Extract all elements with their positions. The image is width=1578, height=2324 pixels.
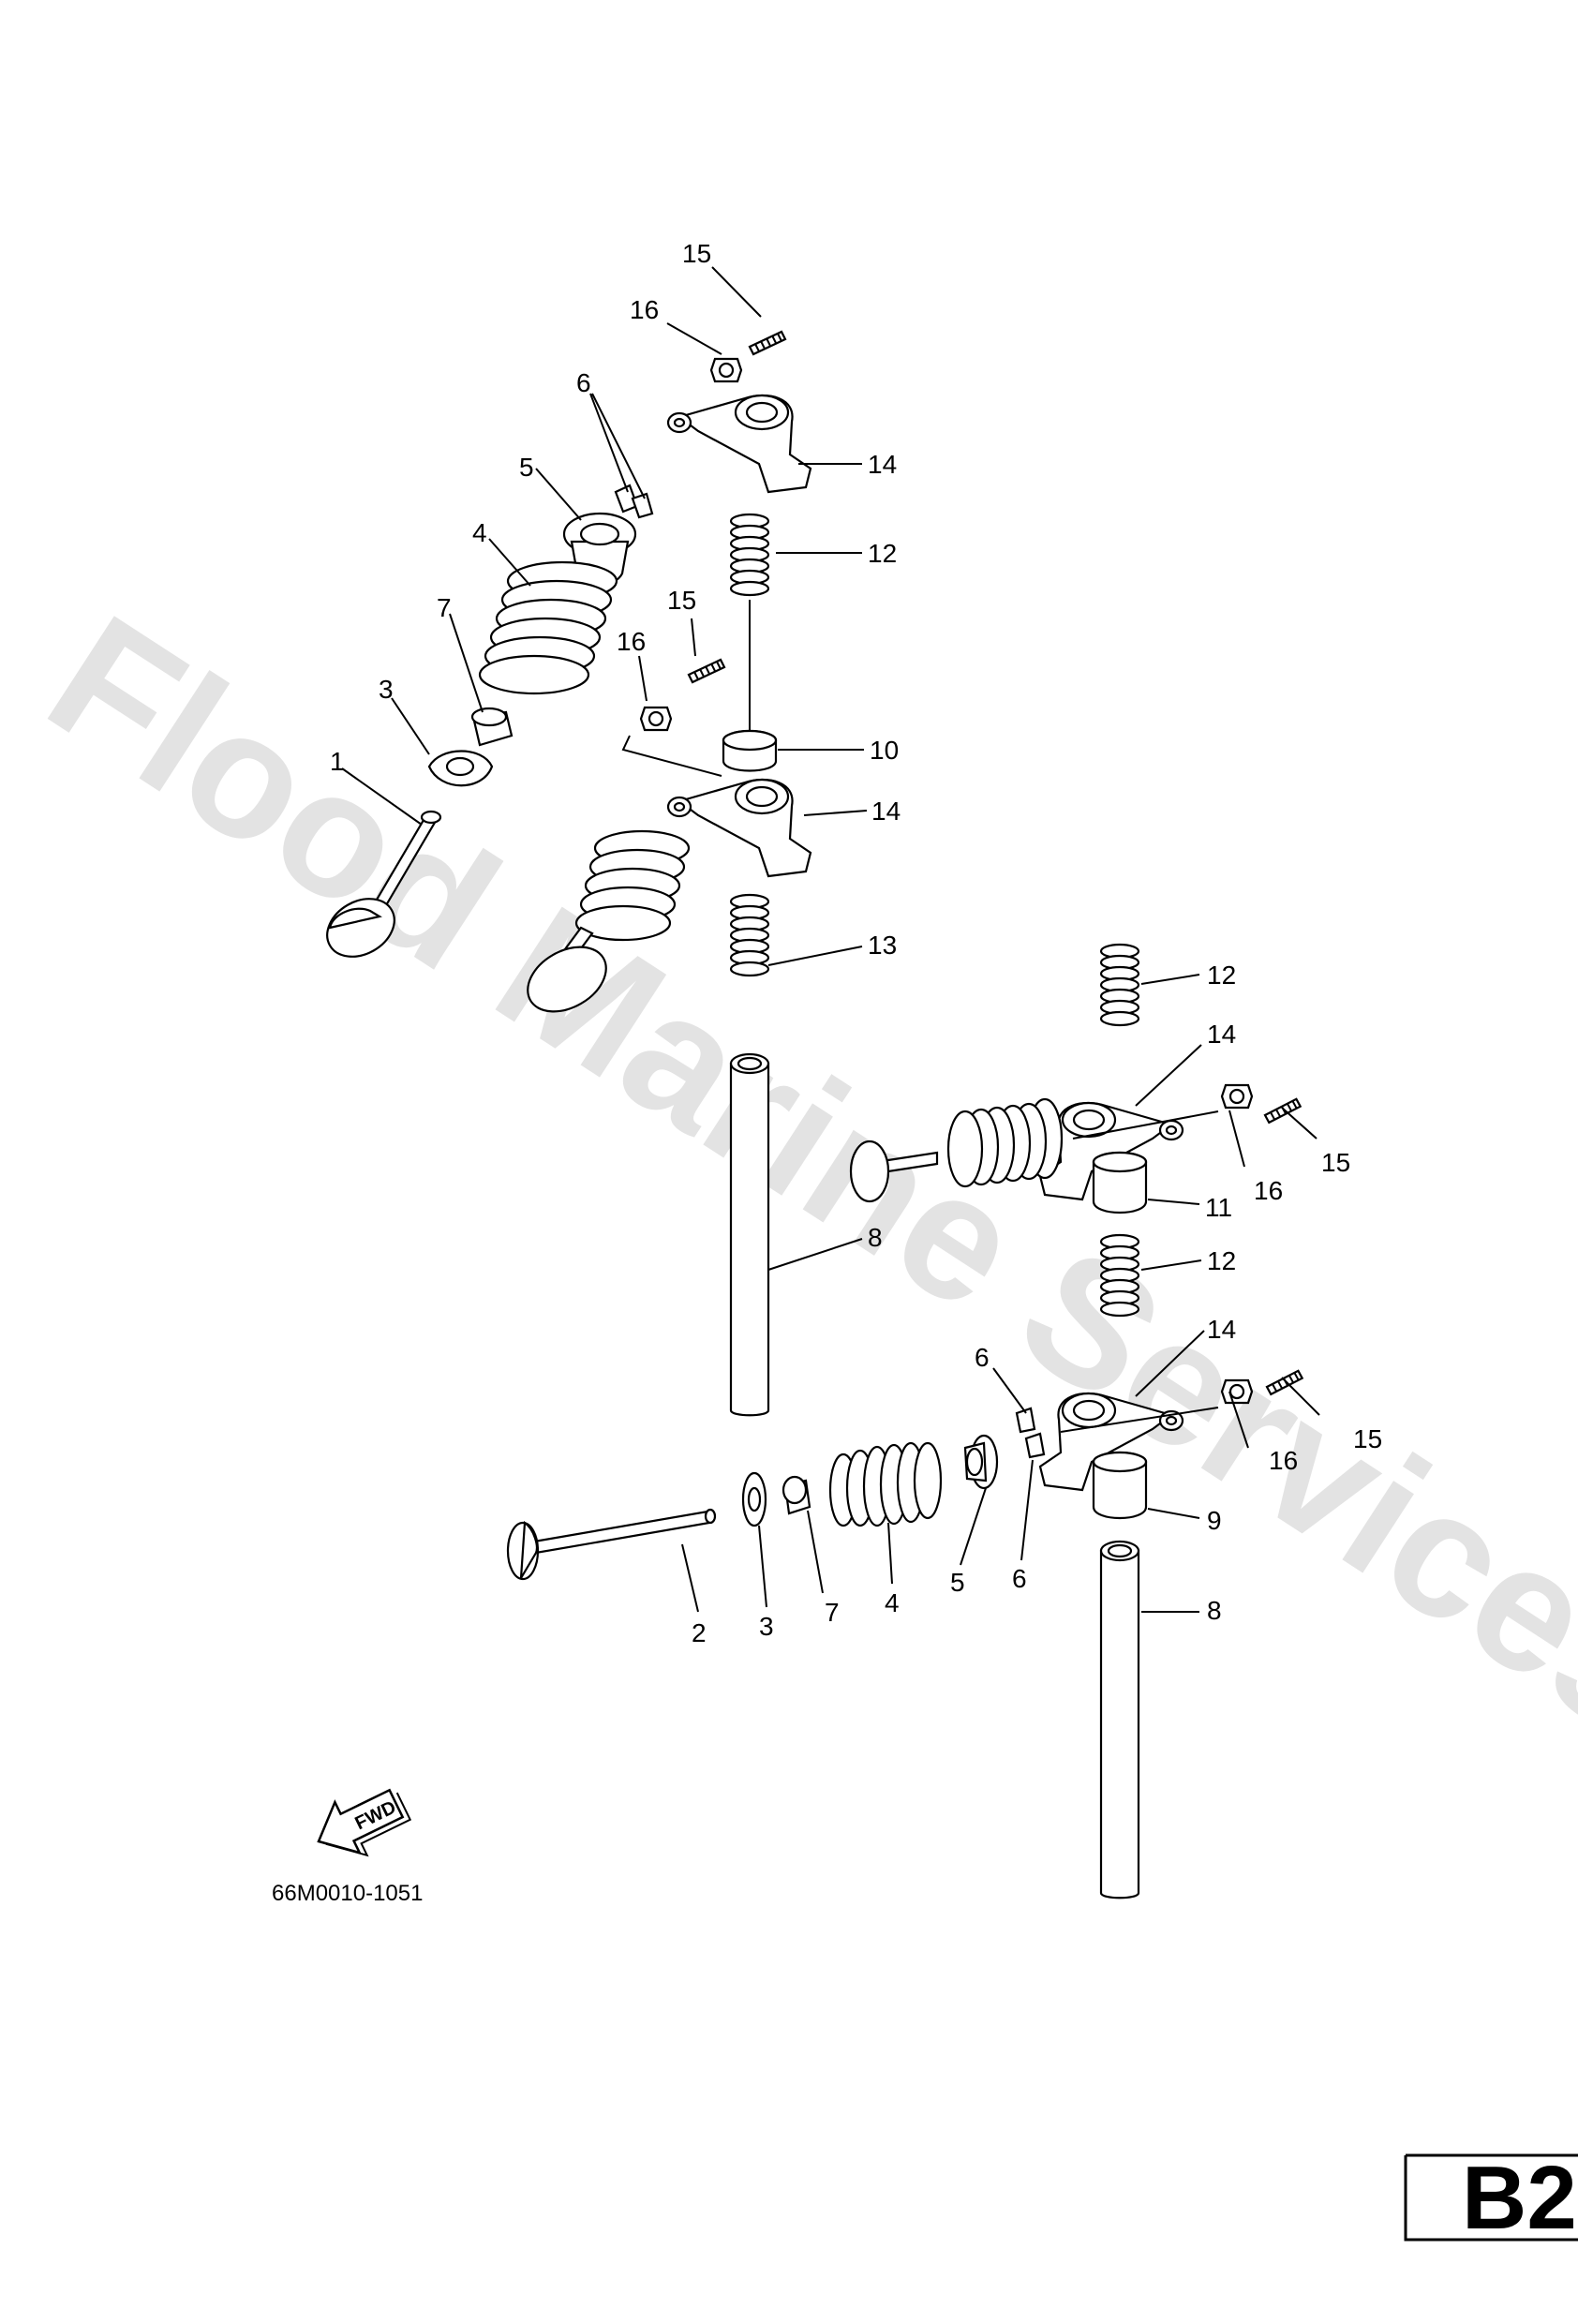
valve-stem-seal-2 (782, 1475, 811, 1515)
callout-2: 2 (692, 1618, 707, 1647)
tappet-9 (1092, 1451, 1148, 1520)
assembled-valve (527, 829, 691, 1013)
callout-12: 12 (868, 539, 897, 568)
callout-5: 5 (519, 453, 534, 482)
callout-15: 15 (1321, 1148, 1350, 1177)
upper-tappet-spring-group (722, 513, 778, 772)
callout-14: 14 (868, 450, 897, 479)
callout-11: 11 (1205, 1193, 1232, 1222)
upper-pushrod (729, 1052, 770, 1417)
middle-valve-group (527, 658, 812, 1013)
callout-14: 14 (871, 797, 901, 826)
callout-4: 4 (472, 518, 487, 547)
spring-seat-washer-2 (741, 1471, 767, 1527)
upper-intake-valve-group (326, 330, 812, 958)
callout-16: 16 (617, 627, 646, 656)
callout-12: 12 (1207, 961, 1236, 990)
rocker-arm (666, 394, 812, 494)
intake-valve (326, 810, 442, 958)
fwd-arrow-icon: FWD (317, 1788, 412, 1857)
page-id: B2 (1462, 2148, 1577, 2248)
callout-16: 16 (1269, 1446, 1298, 1475)
part-callouts: 15 16 6 5 14 4 12 7 15 16 3 10 1 14 13 1… (330, 239, 1382, 1647)
valve-stem-seal (470, 707, 514, 747)
callout-15: 15 (682, 239, 711, 268)
callout-7: 7 (437, 593, 452, 622)
locknut (709, 357, 743, 383)
callout-8: 8 (868, 1223, 883, 1252)
callout-7: 7 (825, 1598, 840, 1627)
callout-6: 6 (576, 368, 591, 397)
callout-14: 14 (1207, 1315, 1236, 1344)
valve-spring (478, 560, 618, 695)
lower-exploded-valve-row (506, 1407, 1046, 1581)
lower-pushrod (1099, 1540, 1140, 1899)
callout-10: 10 (870, 736, 899, 765)
callout-1: 1 (330, 747, 345, 776)
callout-12: 12 (1207, 1246, 1236, 1275)
callout-15: 15 (667, 586, 696, 615)
callout-8: 8 (1207, 1596, 1222, 1625)
callout-6: 6 (1012, 1564, 1027, 1593)
diagram-code: 66M0010-1051 (272, 1881, 423, 1906)
callout-16: 16 (630, 295, 659, 324)
valve-cotter-2 (1015, 1407, 1046, 1459)
page-id-box: B2 (1404, 2148, 1578, 2248)
callout-14: 14 (1207, 1020, 1236, 1049)
callout-5: 5 (950, 1568, 965, 1597)
valve-cotter (614, 484, 654, 519)
adjusting-screw (748, 330, 787, 356)
valve-spring-retainer-2 (963, 1434, 999, 1490)
spring-seat-washer (427, 750, 494, 787)
right-exhaust-group-lower (1038, 1233, 1304, 1899)
callout-6: 6 (975, 1343, 990, 1372)
callout-9: 9 (1207, 1506, 1222, 1535)
leader-lines (341, 266, 1320, 1613)
right-exhaust-group-upper (849, 943, 1303, 1214)
callout-3: 3 (379, 675, 394, 704)
tappet-11 (1092, 1151, 1148, 1214)
callout-15: 15 (1353, 1424, 1382, 1453)
callout-3: 3 (759, 1612, 774, 1641)
callout-13: 13 (868, 931, 897, 960)
exhaust-valve (506, 1508, 717, 1581)
tappet-10 (722, 729, 778, 772)
callout-4: 4 (885, 1588, 900, 1617)
exhaust-valve-assembled (849, 1097, 1064, 1203)
valve-spring-2 (828, 1441, 943, 1527)
callout-16: 16 (1254, 1176, 1283, 1205)
